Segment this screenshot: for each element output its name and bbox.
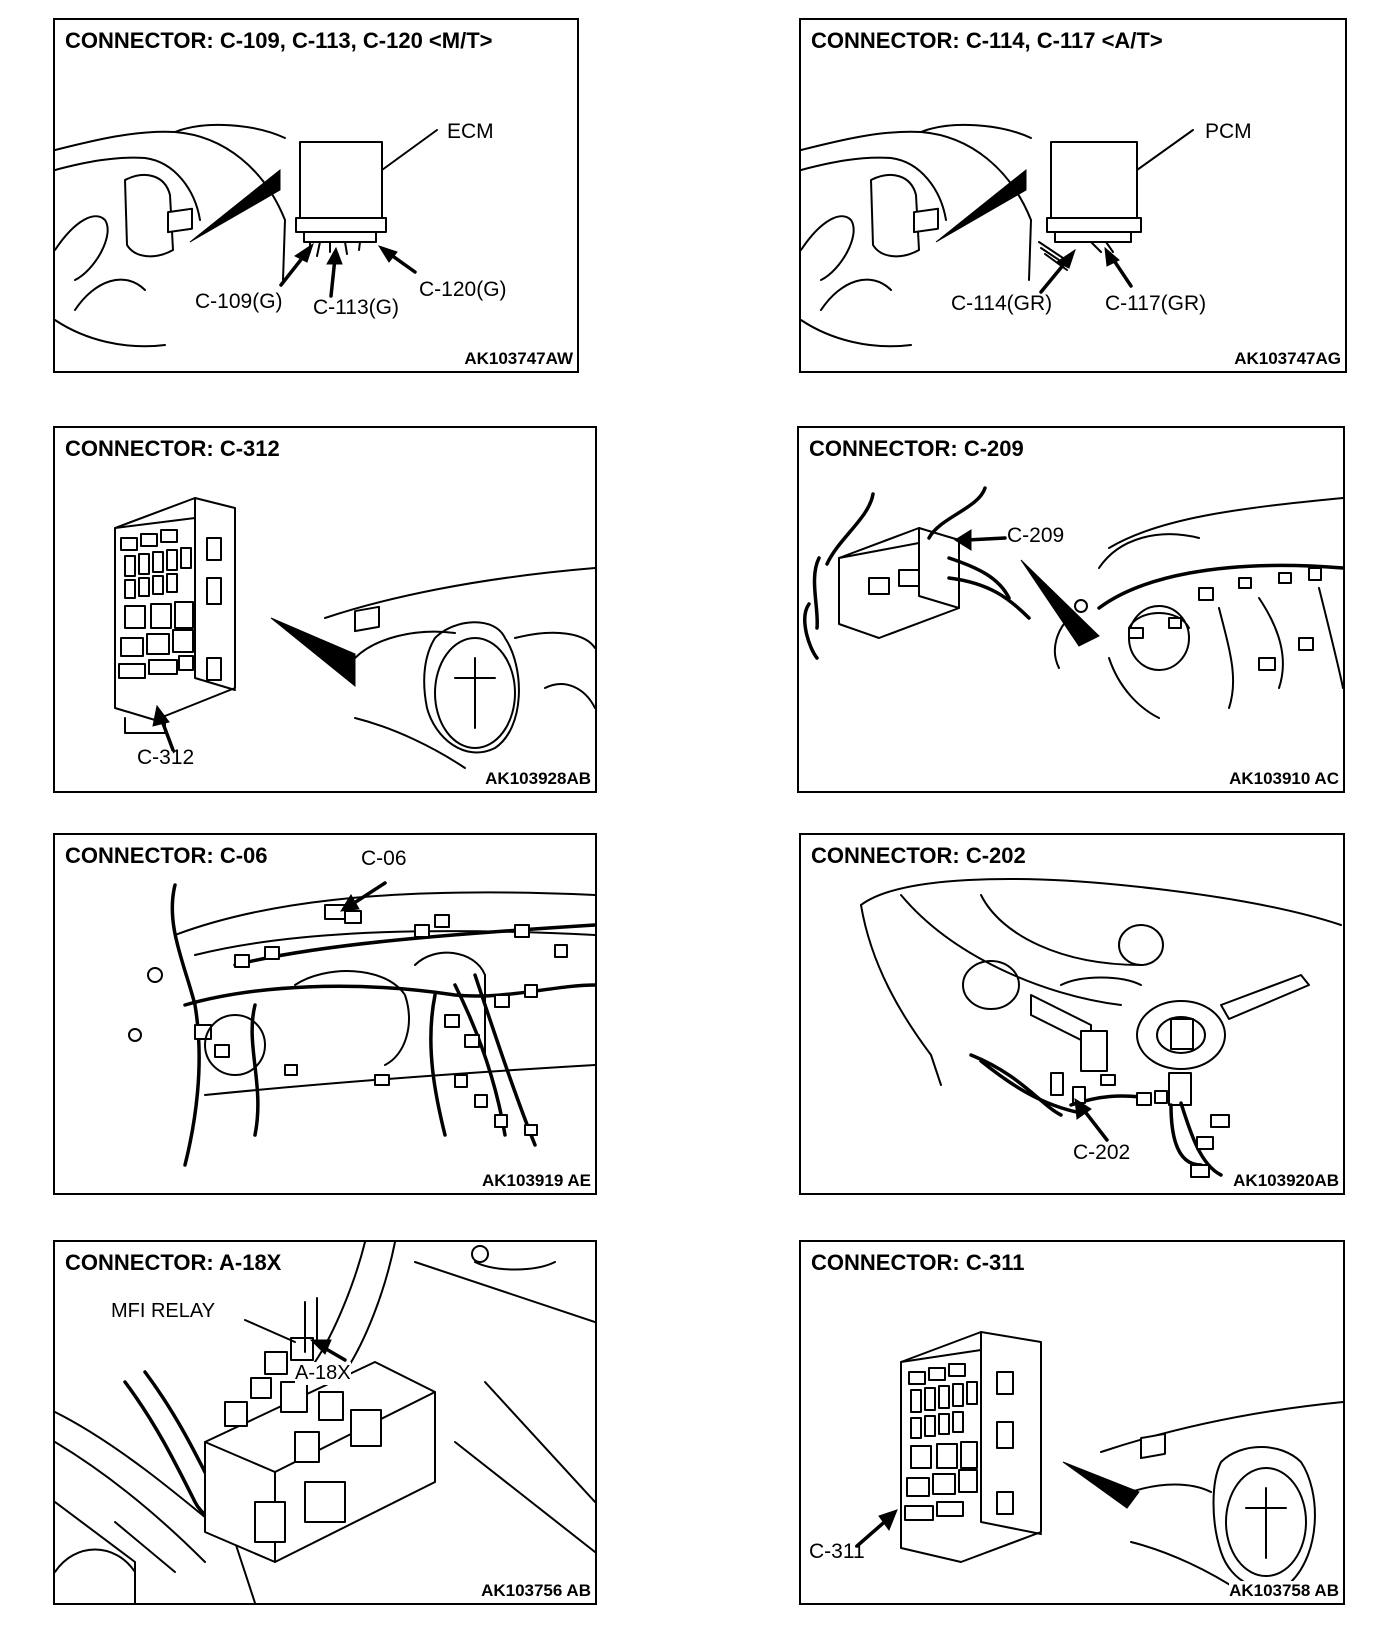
panel-c311: CONNECTOR: C-311 C-311 AK103758 AB [799, 1240, 1345, 1605]
engine-bay-relay-box-illustration [55, 1242, 595, 1603]
c113-label: C-113(G) [313, 296, 399, 319]
panel-title: CONNECTOR: C-311 [811, 1250, 1029, 1276]
panel-title: CONNECTOR: C-06 [65, 843, 272, 869]
c114-label: C-114(GR) [951, 292, 1053, 315]
figure-code: AK103910 AC [1229, 769, 1339, 789]
c117-label: C-117(GR) [1105, 292, 1207, 315]
ecm-label: ECM [447, 120, 494, 143]
junction-block-illustration [114, 497, 595, 769]
harness-connector-illustration [803, 486, 1343, 719]
junction-block-illustration [855, 1331, 1343, 1593]
panel-c06: CONNECTOR: C-06 C-06 AK103919 AE [53, 833, 597, 1195]
dash-harness-illustration [128, 881, 595, 1167]
mfi-relay-label: MFI RELAY [111, 1300, 216, 1323]
c311-label: C-311 [809, 1540, 865, 1563]
panel-c202: CONNECTOR: C-202 C-202 AK103920AB [799, 833, 1345, 1195]
c120-label: C-120(G) [419, 278, 507, 301]
figure-code: AK103747AG [1234, 349, 1341, 369]
panel-title: CONNECTOR: C-109, C-113, C-120 <M/T> [65, 28, 497, 54]
a18x-label: A-18X [295, 1362, 351, 1385]
panel-title: CONNECTOR: C-209 [809, 436, 1028, 462]
figure-code: AK103756 AB [481, 1581, 591, 1601]
pcm-label: PCM [1205, 120, 1252, 143]
figure-code: AK103928AB [485, 769, 591, 789]
column-switch-illustration [860, 878, 1342, 1178]
panel-title: CONNECTOR: C-312 [65, 436, 284, 462]
figure-code: AK103919 AE [482, 1171, 591, 1191]
c109-label: C-109(G) [195, 290, 283, 313]
c202-label: C-202 [1073, 1141, 1131, 1164]
c312-label: C-312 [137, 746, 195, 769]
c209-label: C-209 [1007, 524, 1065, 547]
panel-title: CONNECTOR: C-114, C-117 <A/T> [811, 28, 1167, 54]
panel-title: CONNECTOR: C-202 [811, 843, 1030, 869]
c06-label: C-06 [361, 847, 407, 870]
panel-c312: CONNECTOR: C-312 C-312 AK103928AB [53, 426, 597, 793]
ecm-location-illustration [55, 123, 438, 348]
figure-code: AK103747AW [464, 349, 573, 369]
figure-code: AK103758 AB [1229, 1581, 1339, 1601]
panel-c114-c117: CONNECTOR: C-114, C-117 <A/T> PCM C-114(… [799, 18, 1347, 373]
pcm-location-illustration [801, 123, 1194, 348]
panel-title: CONNECTOR: A-18X [65, 1250, 286, 1276]
figure-code: AK103920AB [1233, 1171, 1339, 1191]
panel-c209: CONNECTOR: C-209 C-209 AK [797, 426, 1345, 793]
panel-c109-c113-c120: CONNECTOR: C-109, C-113, C-120 <M/T> ECM… [53, 18, 579, 373]
panel-a18x: CONNECTOR: A-18X MFI R [53, 1240, 597, 1605]
